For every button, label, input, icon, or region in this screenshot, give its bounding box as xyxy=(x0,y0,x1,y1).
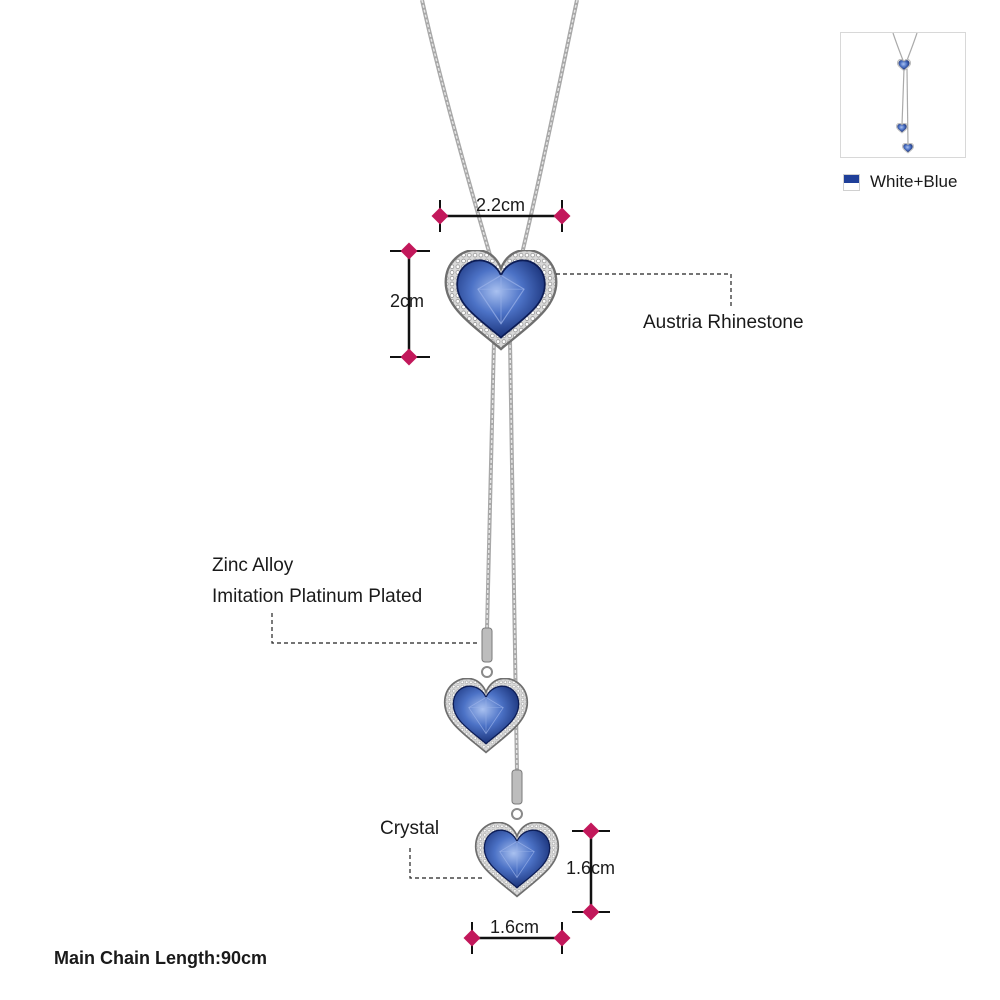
leader-alloy xyxy=(271,613,480,644)
label-alloy-line2: Imitation Platinum Plated xyxy=(212,586,423,607)
leader-crystal xyxy=(409,848,482,879)
label-rhinestone: Austria Rhinestone xyxy=(643,312,804,333)
color-swatch-icon xyxy=(843,173,860,191)
chain-length-note: Main Chain Length:90cm xyxy=(54,948,268,968)
variant-option[interactable]: White+Blue xyxy=(843,172,957,192)
dimension-top-width xyxy=(431,200,571,232)
label-alloy-line1: Zinc Alloy xyxy=(212,555,294,576)
variant-thumbnail[interactable] xyxy=(840,32,966,158)
heart-pendant-bottom xyxy=(474,822,560,898)
dim-label-bottom-height: 1.6cm xyxy=(566,858,616,878)
label-crystal: Crystal xyxy=(380,818,440,839)
swatch-fill xyxy=(844,174,859,183)
dimension-bottom-height xyxy=(572,822,610,921)
dim-label-top-height: 2cm xyxy=(390,291,425,311)
dimension-bottom-width xyxy=(463,922,571,954)
dimension-top-height xyxy=(390,242,430,366)
thumbnail-necklace-icon xyxy=(892,32,918,154)
dim-label-bottom-width: 1.6cm xyxy=(490,917,540,937)
heart-pendant-top xyxy=(444,250,558,351)
leader-rhinestone xyxy=(556,273,732,308)
variant-label: White+Blue xyxy=(870,172,958,191)
dim-label-top-width: 2.2cm xyxy=(476,195,526,215)
